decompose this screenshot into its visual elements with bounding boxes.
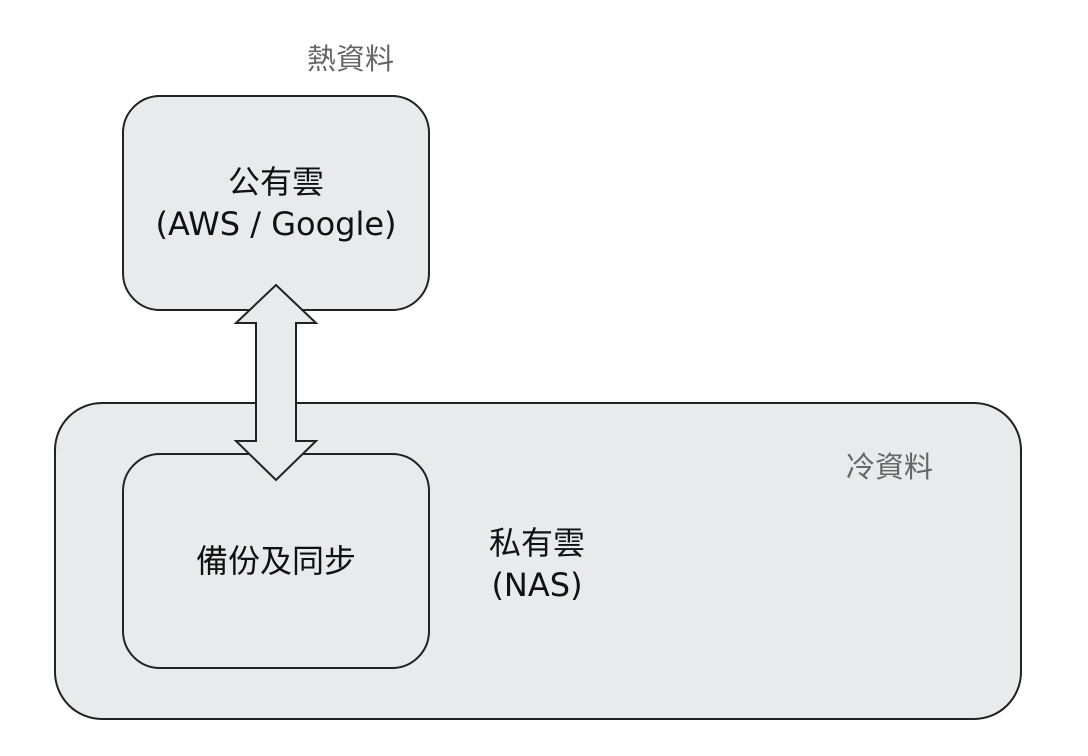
- public-cloud-box: 公有雲 (AWS / Google): [122, 95, 430, 311]
- public-cloud-title: 公有雲: [227, 163, 324, 201]
- private-cloud-title: 私有雲: [488, 524, 585, 562]
- public-cloud-subtitle: (AWS / Google): [155, 205, 397, 243]
- backup-sync-title: 備份及同步: [195, 542, 356, 580]
- backup-sync-box: 備份及同步: [122, 453, 430, 669]
- hot-data-label: 熱資料: [307, 42, 395, 76]
- private-cloud-label-group: 私有雲 (NAS): [472, 522, 602, 606]
- private-cloud-subtitle: (NAS): [491, 566, 583, 604]
- cold-data-label: 冷資料: [846, 450, 934, 484]
